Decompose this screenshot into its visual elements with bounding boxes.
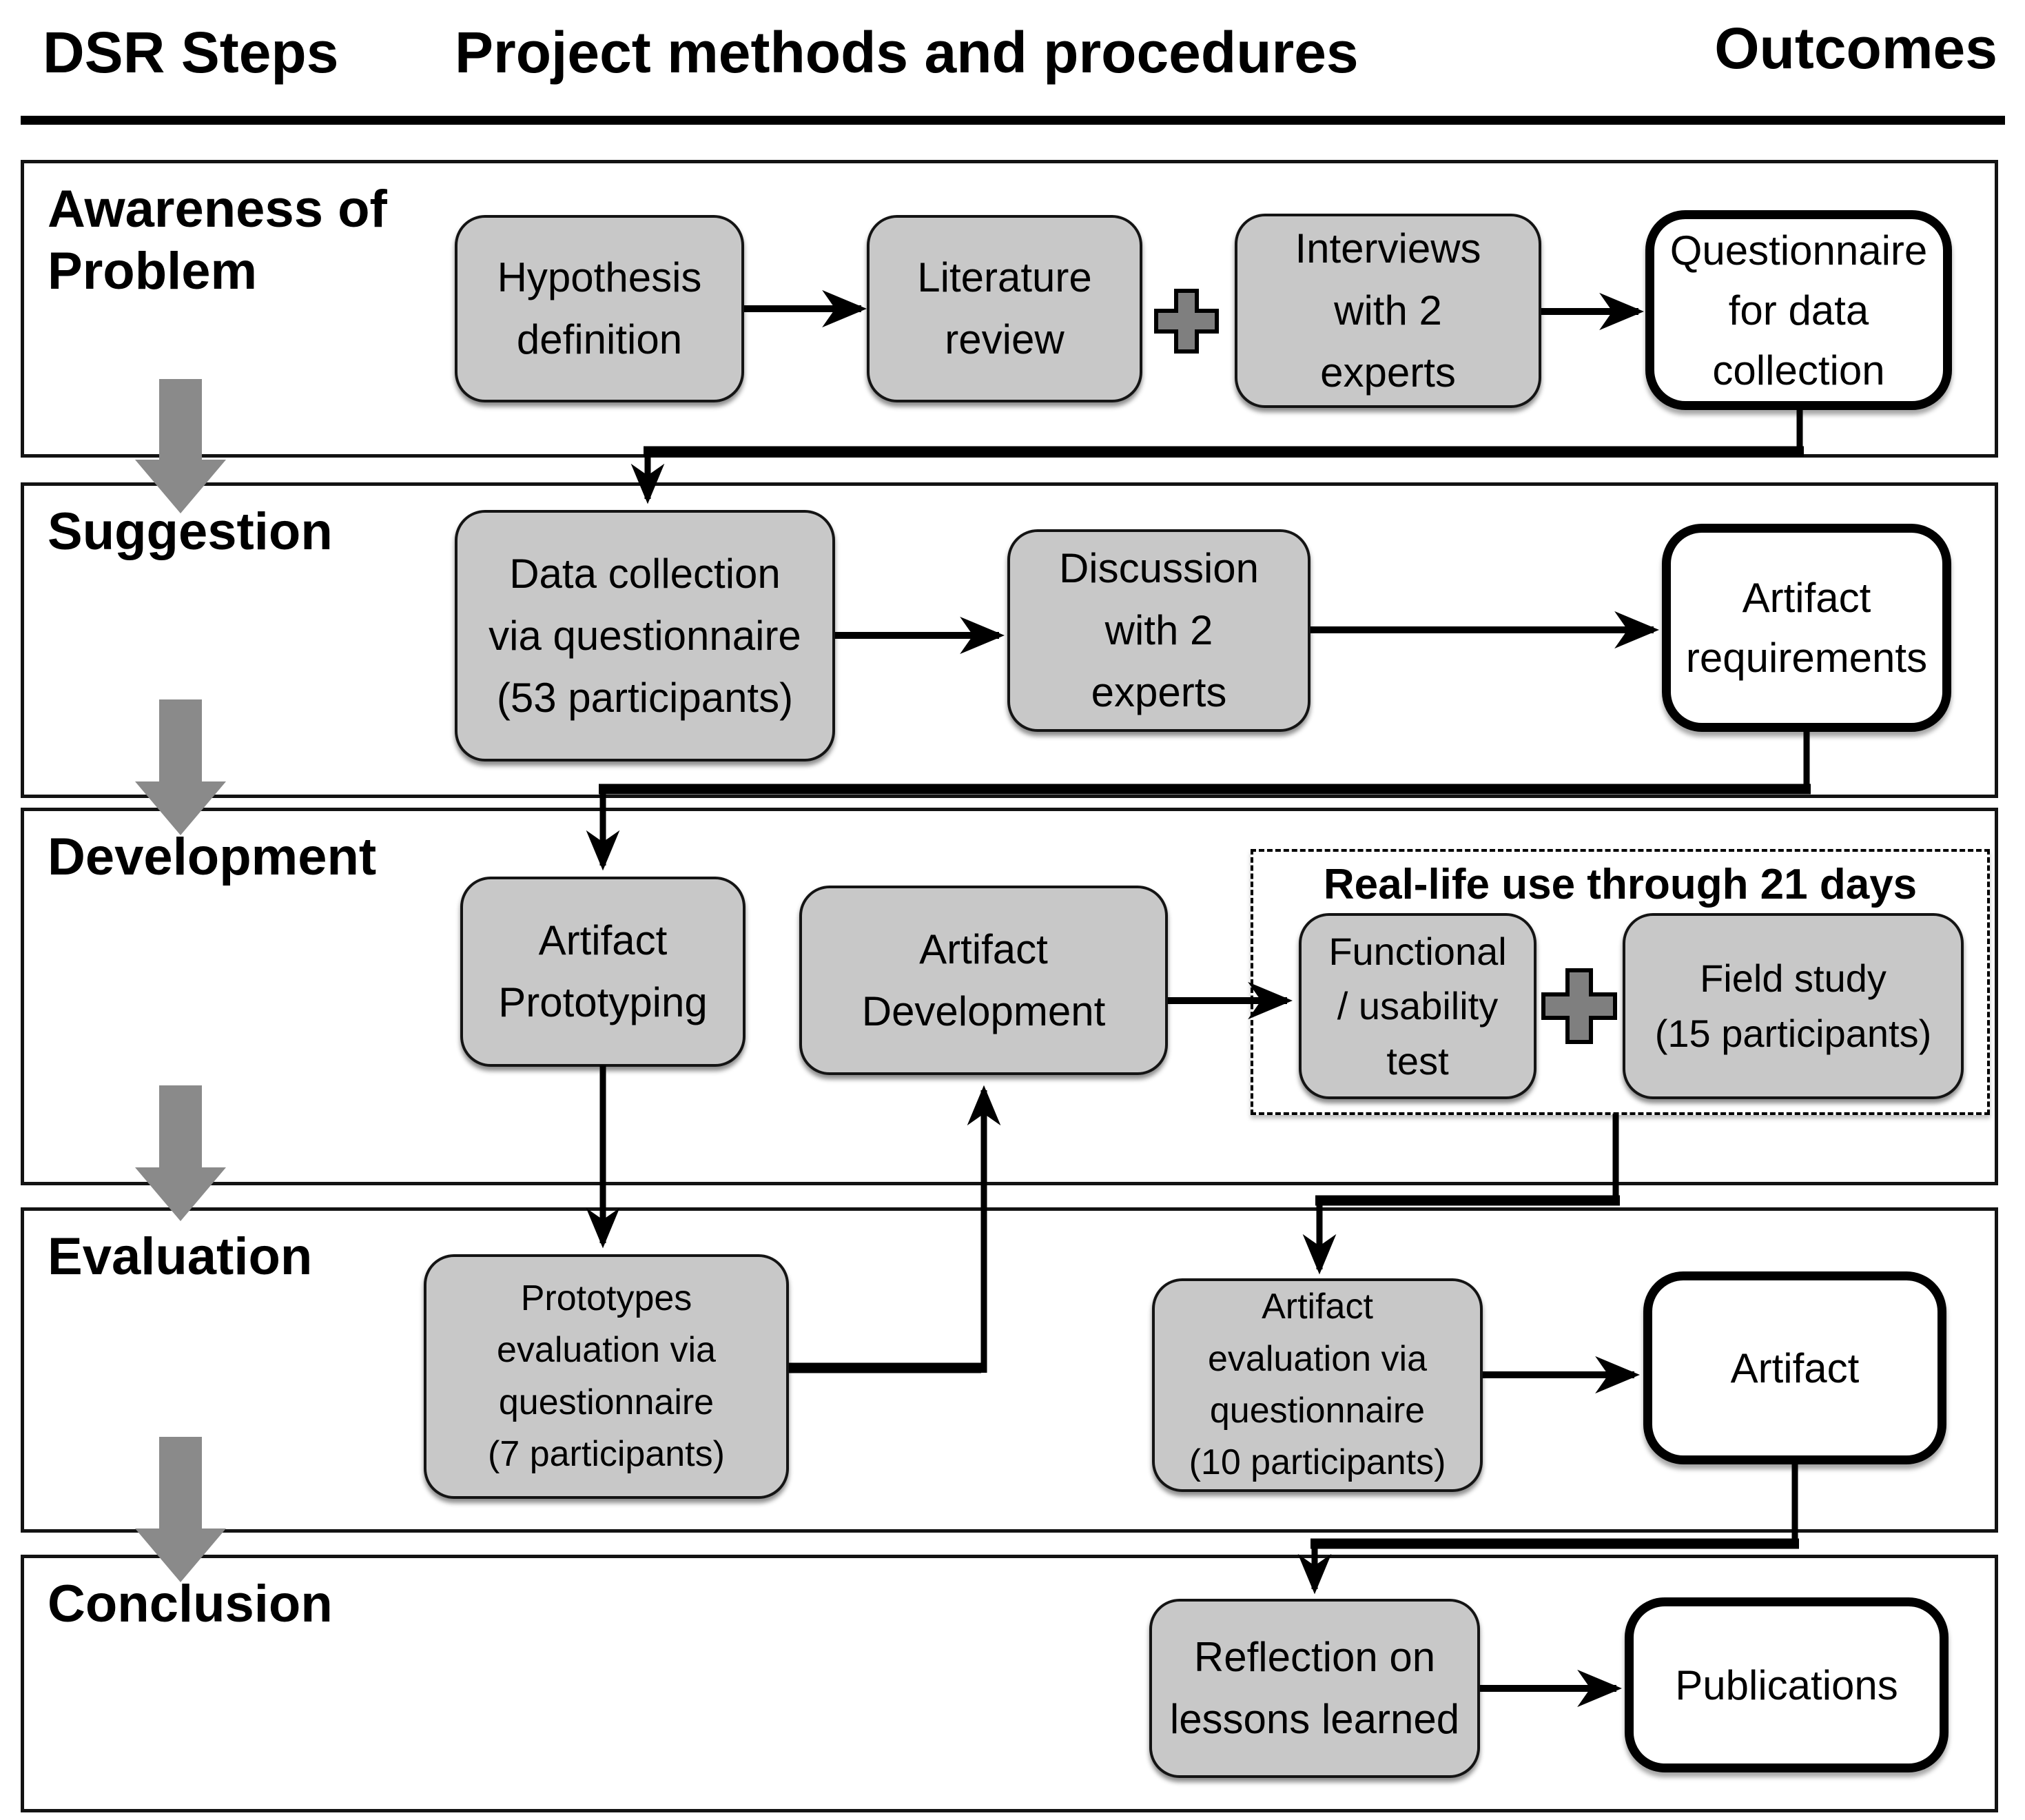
artifact-requirements-outcome-box: Artifact requirements: [1662, 524, 1951, 732]
band-label-conclusion: Conclusion: [48, 1575, 333, 1633]
data-collection-box: Data collection via questionnaire (53 pa…: [455, 510, 835, 761]
artifact-outcome-box: Artifact: [1643, 1271, 1946, 1464]
literature-review-box: Literature review: [867, 215, 1142, 402]
band-conclusion: Conclusion: [21, 1555, 1998, 1812]
artifact-prototyping-box: Artifact Prototyping: [460, 877, 746, 1067]
band-label-evaluation: Evaluation: [48, 1227, 313, 1286]
functional-usability-test-box: Functional / usability test: [1299, 913, 1536, 1099]
header-dsr-steps: DSR Steps: [43, 20, 339, 85]
questionnaire-outcome-box: Questionnaire for data collection: [1645, 210, 1952, 410]
band-label-awareness: Awareness of Problem: [48, 180, 387, 300]
band-development: Development: [21, 808, 1998, 1185]
field-study-box: Field study (15 participants): [1623, 913, 1964, 1099]
band-evaluation: Evaluation: [21, 1207, 1998, 1533]
header-methods: Project methods and procedures: [455, 20, 1359, 85]
band-label-suggestion: Suggestion: [48, 502, 333, 561]
band-label-development: Development: [48, 828, 377, 886]
prototypes-evaluation-box: Prototypes evaluation via questionnaire …: [424, 1254, 789, 1499]
interviews-experts-box: Interviews with 2 experts: [1235, 214, 1541, 408]
artifact-evaluation-box: Artifact evaluation via questionnaire (1…: [1152, 1278, 1483, 1492]
hypothesis-definition-box: Hypothesis definition: [455, 215, 744, 402]
reflection-lessons-box: Reflection on lessons learned: [1149, 1599, 1480, 1778]
header-outcomes: Outcomes: [1714, 16, 1997, 81]
publications-outcome-box: Publications: [1625, 1597, 1949, 1772]
real-life-use-title: Real-life use through 21 days: [1323, 861, 1918, 908]
artifact-development-box: Artifact Development: [799, 886, 1168, 1075]
discussion-experts-box: Discussion with 2 experts: [1007, 529, 1310, 732]
header-divider: [21, 116, 2005, 125]
